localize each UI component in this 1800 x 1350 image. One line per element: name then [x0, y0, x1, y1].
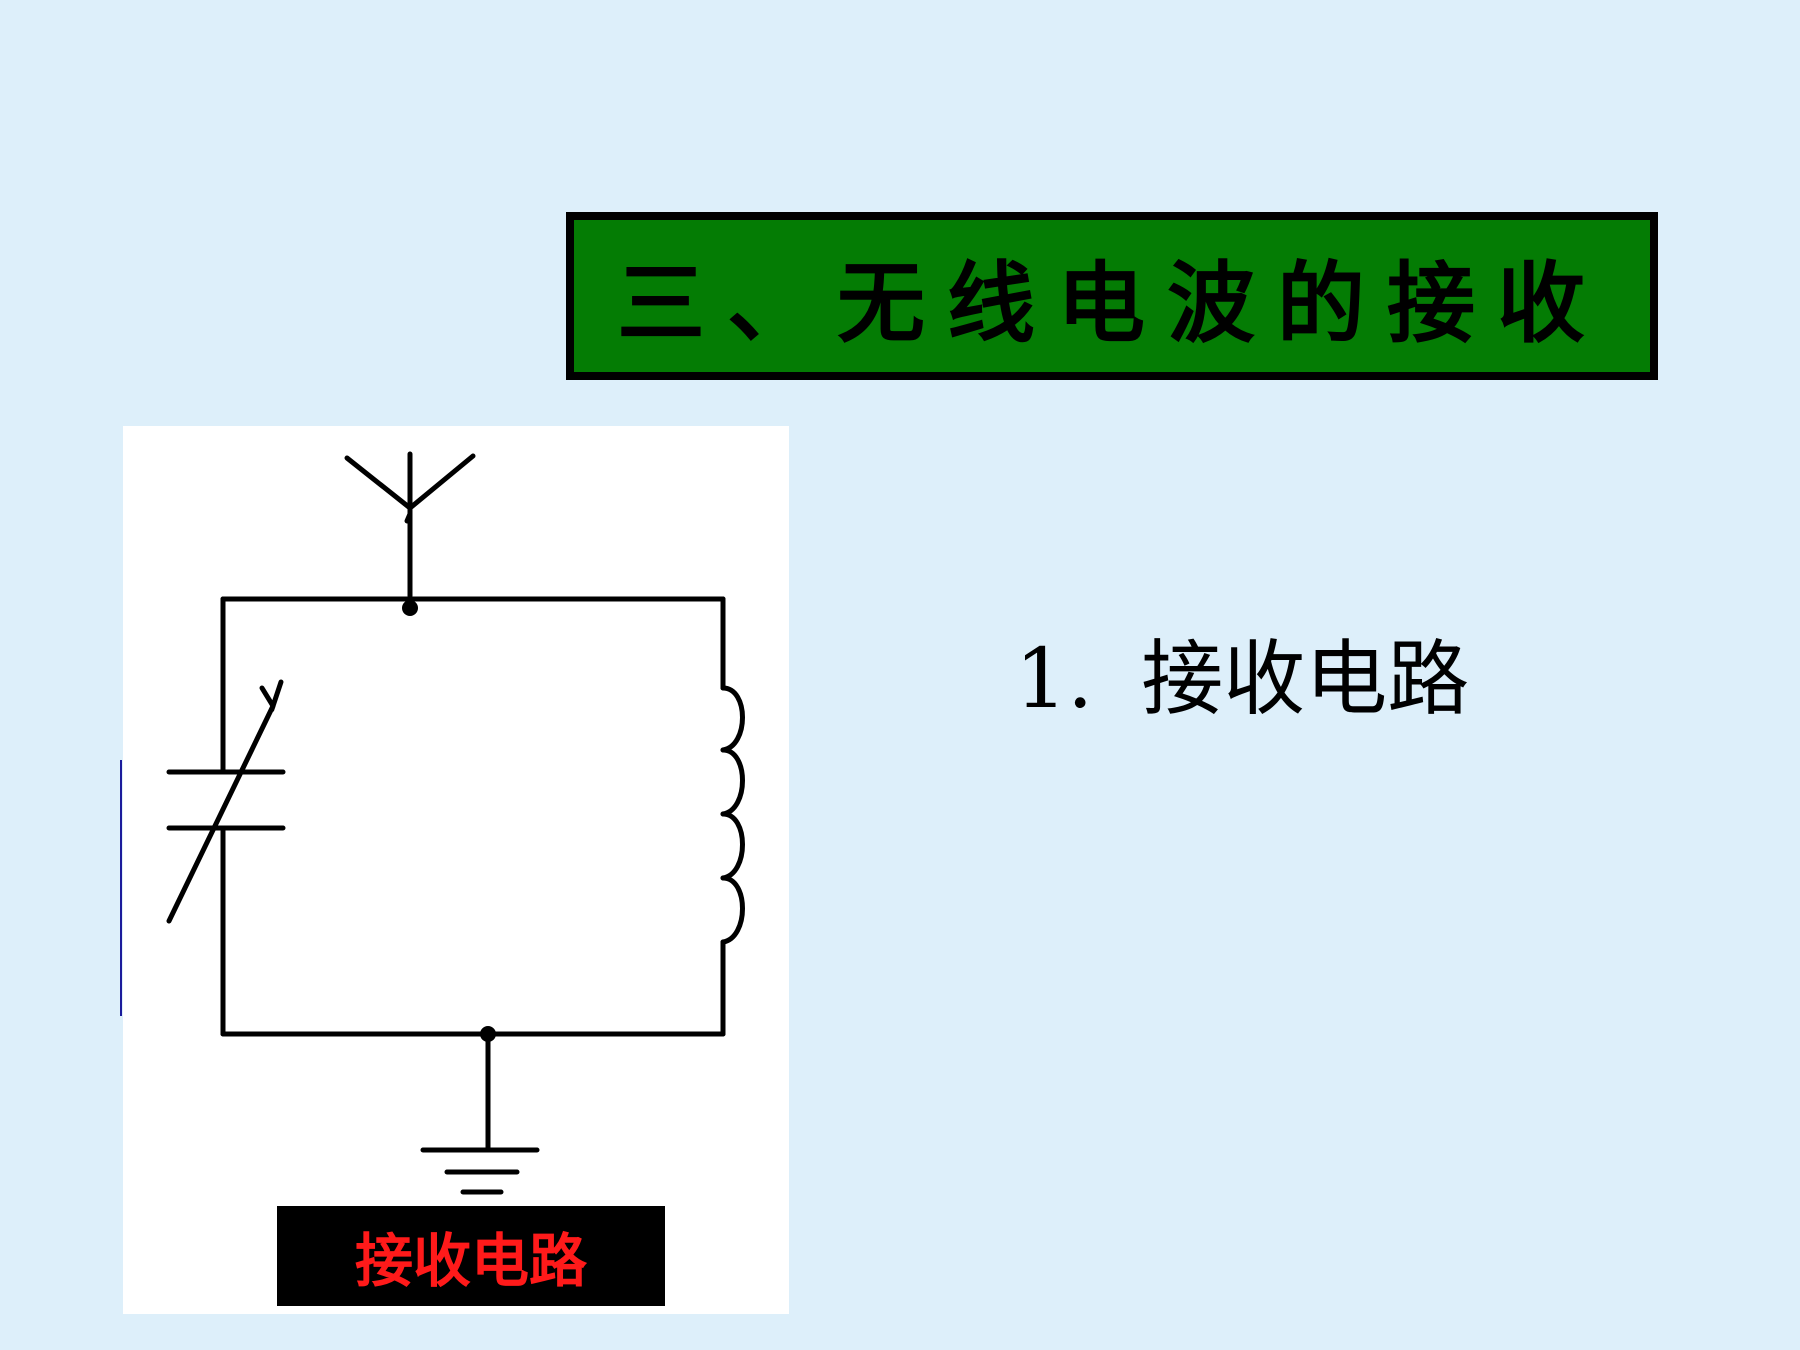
- inductor-coil-symbol: [720, 673, 745, 945]
- section-title: 接收电路: [1141, 632, 1470, 727]
- bottom-junction-dot: [480, 1026, 496, 1042]
- receiving-circuit-diagram: [166, 451, 745, 1195]
- diagram-caption-box: 接收电路: [277, 1206, 665, 1306]
- ground-symbol: [420, 1031, 540, 1195]
- section-heading: 1. 接收电路: [1015, 612, 1469, 731]
- slide-title: 三、无线电波的接收: [616, 250, 1607, 355]
- top-junction-dot: [402, 600, 418, 616]
- panel-edge-mark: [120, 760, 122, 1016]
- diagram-caption: 接收电路: [354, 1227, 587, 1295]
- antenna-symbol: [344, 451, 476, 599]
- variable-capacitor-symbol: [166, 679, 286, 924]
- circuit-diagram-panel: [123, 426, 789, 1314]
- title-banner: 三、无线电波的接收: [566, 212, 1658, 380]
- section-number: 1.: [1015, 632, 1094, 727]
